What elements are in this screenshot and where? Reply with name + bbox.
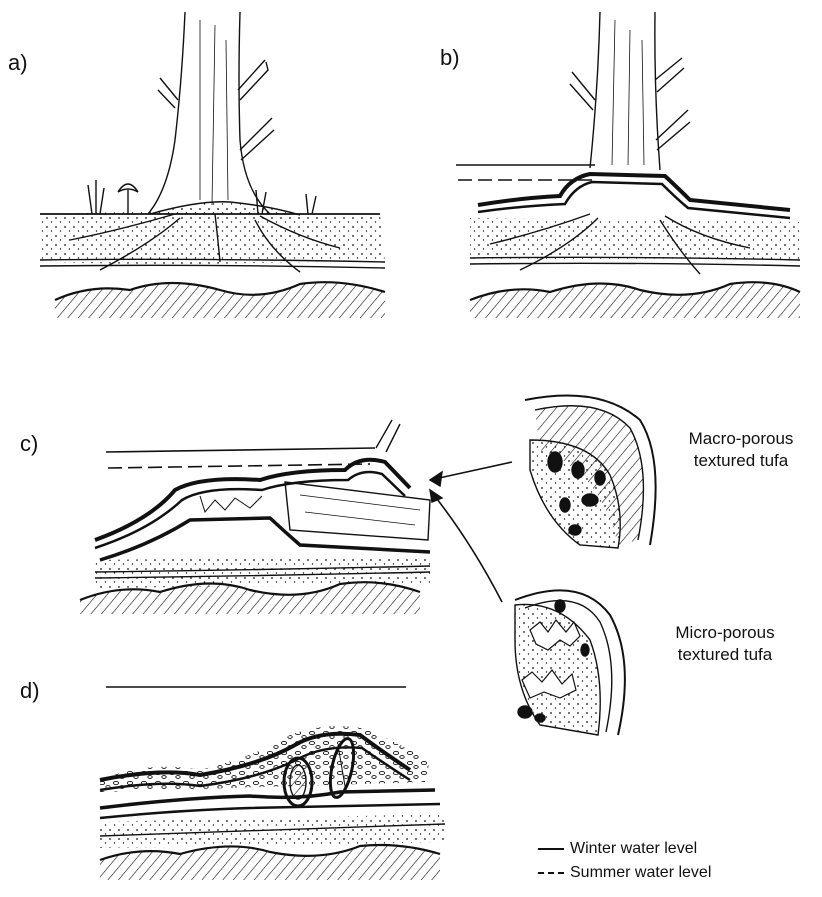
panel-c-drawing: [80, 420, 512, 614]
micro-porous-label-line1: Micro-porous: [640, 622, 810, 644]
panel-label-c: c): [20, 431, 38, 457]
macro-porous-label: Macro-porous textured tufa: [660, 428, 822, 472]
panel-label-d: d): [20, 678, 40, 704]
micro-porous-label-line2: textured tufa: [640, 644, 810, 666]
legend-summer: Summer water level: [538, 864, 711, 882]
legend-winter-label: Winter water level: [570, 840, 697, 858]
micro-porous-inset: [515, 590, 625, 735]
panel-label-b: b): [440, 45, 460, 71]
legend-solid-line-icon: [538, 848, 564, 850]
legend-summer-label: Summer water level: [570, 864, 711, 882]
macro-porous-label-line2: textured tufa: [660, 450, 822, 472]
legend-winter: Winter water level: [538, 840, 697, 858]
micro-porous-label: Micro-porous textured tufa: [640, 622, 810, 666]
panel-a-drawing: [40, 12, 385, 318]
macro-porous-inset: [525, 396, 656, 549]
macro-porous-label-line1: Macro-porous: [660, 428, 822, 450]
panel-b-drawing: [456, 12, 800, 318]
panel-label-a: a): [8, 50, 28, 76]
panel-d-drawing: [100, 687, 445, 880]
legend-dashed-line-icon: [538, 872, 564, 874]
